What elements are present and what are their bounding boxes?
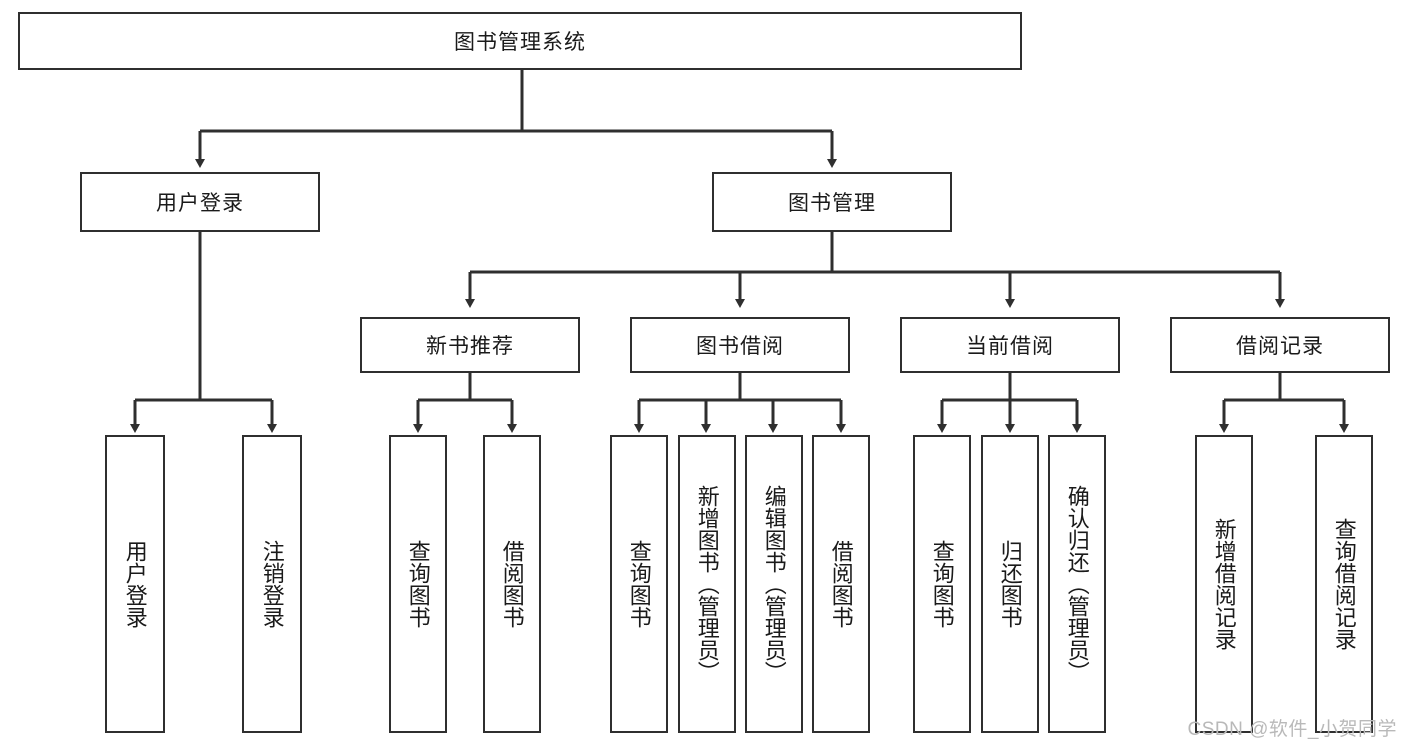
- node-borrow-record-label: 借阅记录: [1236, 335, 1324, 358]
- node-root[interactable]: 图书管理系统: [18, 12, 1022, 70]
- node-leaf-query-record-label: 查询借阅记录: [1331, 518, 1357, 650]
- node-leaf-user-login-label: 用户登录: [122, 540, 148, 628]
- node-book-borrow-label: 图书借阅: [696, 335, 784, 358]
- node-leaf-logout[interactable]: 注销登录: [242, 435, 302, 733]
- node-leaf-edit-book[interactable]: 编辑图书（管理员）: [745, 435, 803, 733]
- node-new-book-recommend-label: 新书推荐: [426, 335, 514, 358]
- node-book-borrow[interactable]: 图书借阅: [630, 317, 850, 373]
- node-leaf-return-book-label: 归还图书: [997, 540, 1023, 628]
- node-leaf-borrow-book-2-label: 借阅图书: [828, 540, 854, 628]
- node-current-borrow[interactable]: 当前借阅: [900, 317, 1120, 373]
- node-leaf-user-login[interactable]: 用户登录: [105, 435, 165, 733]
- node-leaf-return-book[interactable]: 归还图书: [981, 435, 1039, 733]
- node-leaf-add-record[interactable]: 新增借阅记录: [1195, 435, 1253, 733]
- node-leaf-borrow-book-1-label: 借阅图书: [499, 540, 525, 628]
- node-root-label: 图书管理系统: [454, 31, 586, 54]
- node-leaf-borrow-book-2[interactable]: 借阅图书: [812, 435, 870, 733]
- csdn-watermark: CSDN @软件_小贺同学: [1187, 719, 1397, 740]
- node-borrow-record[interactable]: 借阅记录: [1170, 317, 1390, 373]
- node-book-management-label: 图书管理: [788, 192, 876, 215]
- node-leaf-confirm-return-label: 确认归还（管理员）: [1064, 485, 1090, 683]
- node-leaf-logout-label: 注销登录: [259, 540, 285, 628]
- node-leaf-query-book-3-label: 查询图书: [929, 540, 955, 628]
- node-leaf-confirm-return[interactable]: 确认归还（管理员）: [1048, 435, 1106, 733]
- node-leaf-query-book-1-label: 查询图书: [405, 540, 431, 628]
- node-leaf-borrow-book-1[interactable]: 借阅图书: [483, 435, 541, 733]
- node-current-borrow-label: 当前借阅: [966, 335, 1054, 358]
- node-leaf-query-book-2[interactable]: 查询图书: [610, 435, 668, 733]
- node-book-management[interactable]: 图书管理: [712, 172, 952, 232]
- node-leaf-add-book-label: 新增图书（管理员）: [694, 485, 720, 683]
- node-leaf-query-book-1[interactable]: 查询图书: [389, 435, 447, 733]
- node-new-book-recommend[interactable]: 新书推荐: [360, 317, 580, 373]
- node-leaf-edit-book-label: 编辑图书（管理员）: [761, 485, 787, 683]
- node-leaf-query-book-3[interactable]: 查询图书: [913, 435, 971, 733]
- node-leaf-query-record[interactable]: 查询借阅记录: [1315, 435, 1373, 733]
- node-user-login[interactable]: 用户登录: [80, 172, 320, 232]
- node-user-login-label: 用户登录: [156, 192, 244, 215]
- node-leaf-add-record-label: 新增借阅记录: [1211, 518, 1237, 650]
- node-leaf-add-book[interactable]: 新增图书（管理员）: [678, 435, 736, 733]
- node-leaf-query-book-2-label: 查询图书: [626, 540, 652, 628]
